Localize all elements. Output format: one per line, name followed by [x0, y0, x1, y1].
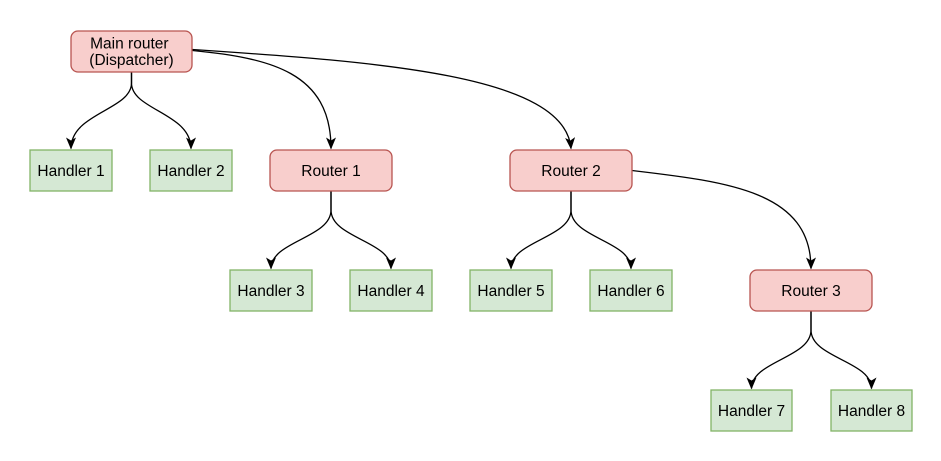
handler7-box	[710, 389, 793, 432]
edge-router3-to-handler7	[746, 311, 812, 390]
handler1-label: Handler 1	[37, 163, 104, 180]
main-router-label: Main router (Dispatcher)	[89, 36, 173, 70]
edge-router2-to-handler6	[570, 191, 636, 270]
router2-box	[509, 149, 633, 192]
router2-label: Router 2	[541, 163, 600, 180]
node-router1: Router 1	[269, 149, 393, 192]
edge-router1-to-handler4	[330, 191, 396, 270]
edge-router2-to-handler5	[506, 191, 572, 270]
node-router2: Router 2	[509, 149, 633, 192]
edge-main-to-router2	[192, 48, 576, 150]
node-handler8: Handler 8	[830, 389, 913, 432]
handler2-label: Handler 2	[157, 163, 224, 180]
node-handler6: Handler 6	[589, 269, 673, 312]
node-handler3: Handler 3	[229, 269, 313, 312]
edge-router3-to-handler8	[810, 311, 877, 390]
node-main-router: Main router (Dispatcher)	[70, 30, 193, 73]
router3-box	[749, 269, 873, 312]
handler8-box	[830, 389, 913, 432]
node-handler4: Handler 4	[349, 269, 433, 312]
edge-main-to-router1	[192, 49, 336, 150]
node-handler1: Handler 1	[29, 149, 113, 192]
handler3-label: Handler 3	[237, 283, 304, 300]
node-handler5: Handler 5	[469, 269, 553, 312]
edges	[66, 48, 877, 390]
handler8-label: Handler 8	[838, 403, 905, 420]
edge-router1-to-handler3	[266, 191, 332, 270]
handler7-label: Handler 7	[718, 403, 785, 420]
router1-box	[269, 149, 393, 192]
handler6-label: Handler 6	[597, 283, 664, 300]
handler2-box	[149, 149, 233, 192]
handler4-box	[349, 269, 433, 312]
handler3-box	[229, 269, 313, 312]
node-handler7: Handler 7	[710, 389, 793, 432]
edge-main-to-handler2	[130, 72, 196, 150]
handler6-box	[589, 269, 673, 312]
router1-label: Router 1	[301, 163, 360, 180]
main-router-box	[70, 30, 193, 73]
handler5-label: Handler 5	[477, 283, 544, 300]
edge-router2-to-router3	[631, 169, 816, 270]
node-handler2: Handler 2	[149, 149, 233, 192]
router3-label: Router 3	[781, 283, 840, 300]
handler4-label: Handler 4	[357, 283, 425, 300]
handler1-box	[29, 149, 113, 192]
node-router3: Router 3	[749, 269, 873, 312]
handler5-box	[469, 269, 553, 312]
edge-main-to-handler1	[66, 72, 133, 150]
